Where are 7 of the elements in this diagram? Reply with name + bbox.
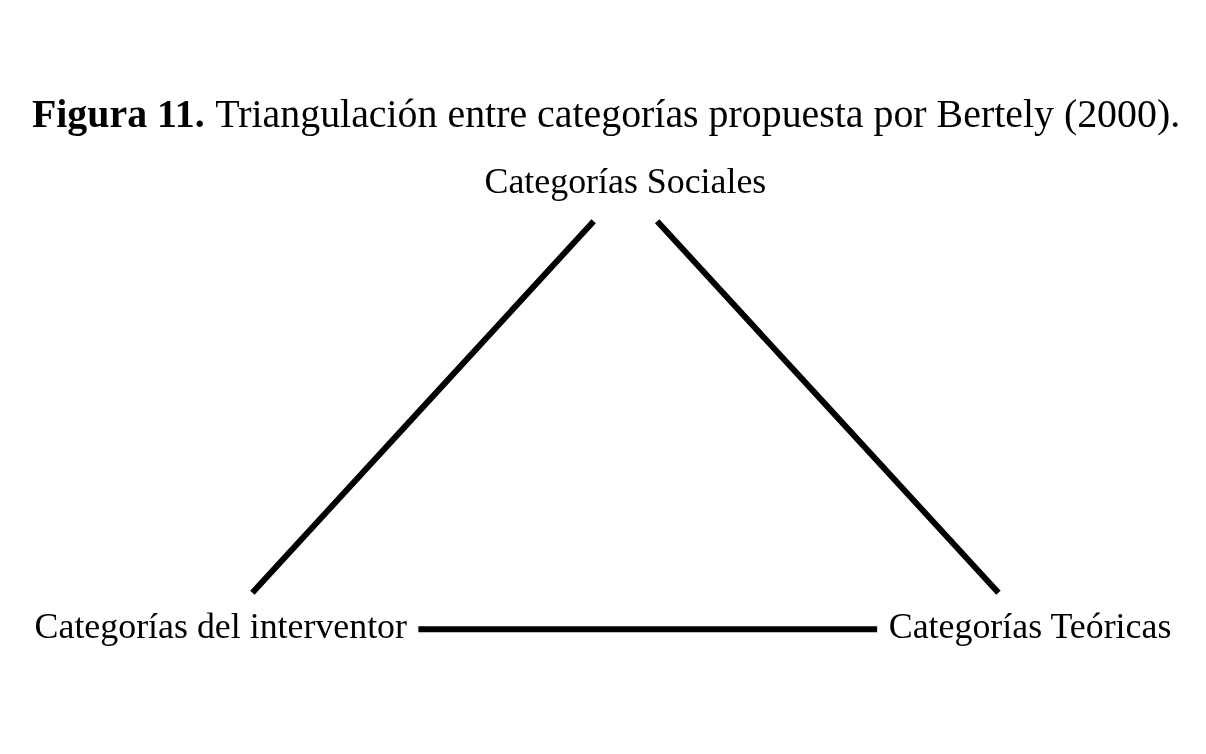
diagram-title: Figura 11. Triangulación entre categorías propuesta por Bertely (2000). bbox=[31, 90, 1181, 136]
connector bbox=[654, 219, 1001, 595]
node-text: Categorías Teóricas bbox=[888, 605, 1172, 646]
node-text: Categorías del interventor bbox=[34, 605, 407, 646]
connector bbox=[418, 626, 878, 633]
node-text: Categorías Sociales bbox=[484, 161, 767, 202]
connector bbox=[250, 219, 596, 595]
